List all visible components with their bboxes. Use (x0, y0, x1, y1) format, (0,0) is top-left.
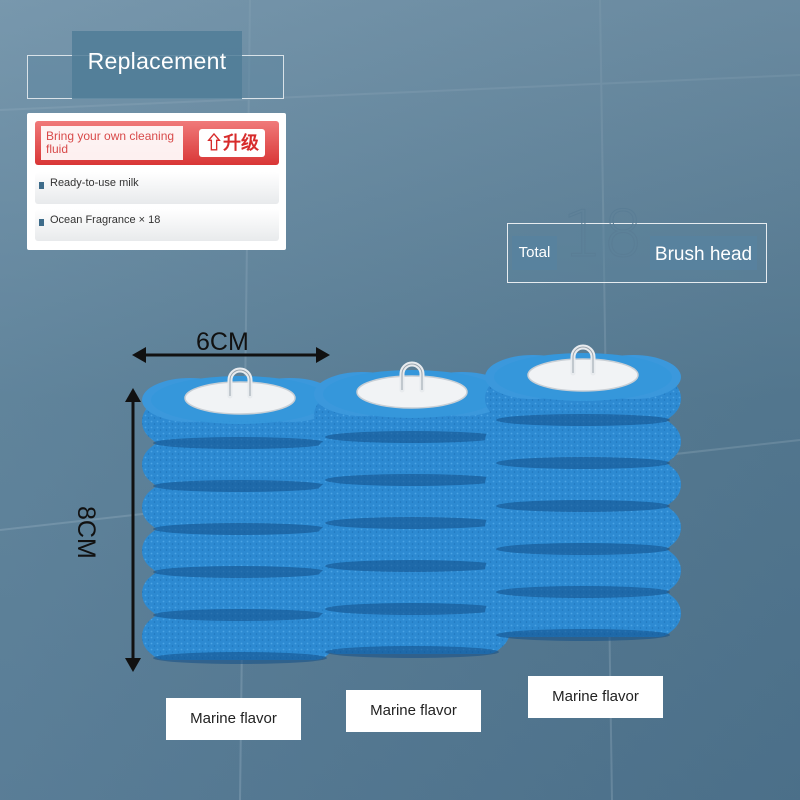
sponge-disc (314, 521, 510, 572)
options-card: Bring your own cleaning fluid ⇧升级 Ready-… (27, 113, 286, 250)
total-number: 18 (561, 198, 644, 273)
option-label: Ocean Fragrance × 18 (50, 214, 161, 226)
sponge-disc (142, 570, 338, 621)
sponge-disc (314, 564, 510, 615)
option-own-fluid-label: Bring your own cleaning fluid (46, 129, 175, 156)
sponge-disc (485, 504, 681, 555)
bullet-icon (39, 219, 44, 226)
brush-head-stacks (142, 344, 681, 664)
sponge-disc (485, 590, 681, 641)
stack-caption-2: Marine flavor (346, 690, 481, 732)
width-dimension-arrow (132, 347, 330, 363)
stack-caption-3: Marine flavor (528, 676, 663, 718)
replacement-title: Replacement (87, 48, 227, 74)
sponge-disc (485, 461, 681, 512)
option-own-fluid[interactable]: Bring your own cleaning fluid ⇧升级 (35, 121, 279, 165)
sponge-stack (485, 344, 681, 641)
sponge-stack (314, 361, 510, 658)
total-unit: Brush head (654, 244, 753, 265)
total-label: Total (518, 244, 551, 261)
sponge-disc (314, 607, 510, 658)
height-dimension-arrow (125, 388, 141, 672)
replacement-tab (72, 31, 242, 99)
bullet-icon (39, 182, 44, 189)
width-label: 6CM (196, 328, 249, 356)
sponge-top (314, 361, 510, 418)
option-label: Ready-to-use milk (50, 177, 139, 189)
sponge-stack (142, 367, 338, 664)
sponge-disc (485, 547, 681, 598)
option-ocean-fragrance[interactable]: Ocean Fragrance × 18 (35, 209, 279, 241)
upgrade-badge: ⇧升级 (199, 129, 265, 157)
sponge-disc (142, 527, 338, 578)
sponge-top (142, 367, 338, 424)
option-ready-to-use-milk[interactable]: Ready-to-use milk (35, 172, 279, 204)
sponge-disc (485, 418, 681, 469)
stack-caption-1: Marine flavor (166, 698, 301, 740)
sponge-top (485, 344, 681, 401)
height-label: 8CM (72, 506, 100, 559)
